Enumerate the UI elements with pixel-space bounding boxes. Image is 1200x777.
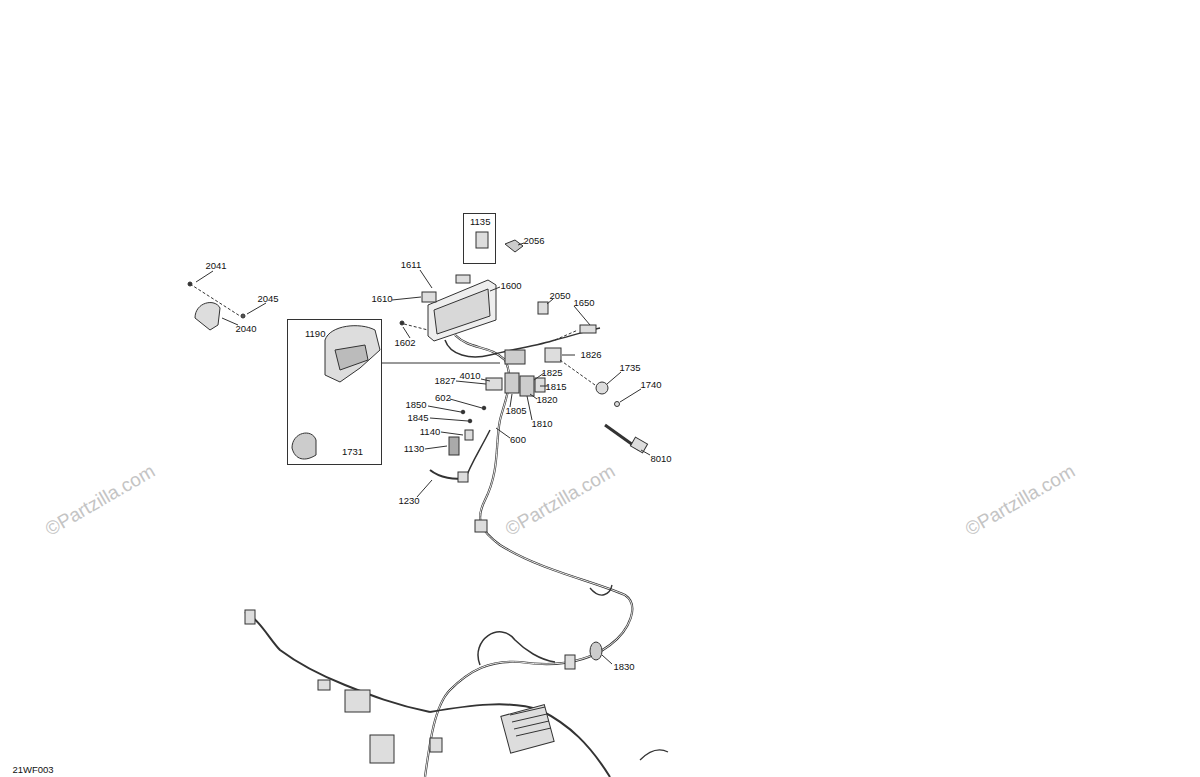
callout-number: 4010	[459, 371, 480, 381]
callout-number: 1825	[541, 368, 562, 378]
callout-number: 1610	[371, 294, 392, 304]
callout-number: 1815	[545, 382, 566, 392]
callout-box: 1135	[463, 213, 496, 264]
callout-number: 2045	[257, 294, 278, 304]
callout-number: 600	[510, 435, 526, 445]
callout-number: 2040	[235, 324, 256, 334]
callout-number: 8010	[650, 454, 671, 464]
callout-number: 1611	[401, 260, 421, 270]
callout-number: 1826	[580, 350, 601, 360]
callout-number: 1650	[573, 298, 594, 308]
callout-number: 1190	[305, 329, 325, 339]
callout-number: 1740	[640, 380, 661, 390]
callout-number: 1135	[470, 217, 490, 227]
callout-number: 1602	[394, 338, 415, 348]
callout-number: 1230	[398, 496, 419, 506]
callout-number: 1830	[613, 662, 634, 672]
callout-number: 1130	[404, 444, 424, 454]
callout-number: 2050	[549, 291, 570, 301]
callout-number: 2056	[523, 236, 544, 246]
watermark: ©Partzilla.com	[42, 461, 158, 539]
callout-number: 1600	[500, 281, 521, 291]
callout-number: 1820	[536, 395, 557, 405]
callout-number: 1810	[531, 419, 552, 429]
callout-number: 1827	[434, 376, 455, 386]
callout-box: 1190 1731	[287, 319, 382, 465]
callout-number: 21WF003	[12, 765, 53, 775]
callout-number: 1805	[505, 406, 526, 416]
callout-number: 1731	[342, 447, 363, 457]
watermark: ©Partzilla.com	[962, 461, 1078, 539]
callout-number: 1845	[407, 413, 428, 423]
watermark: ©Partzilla.com	[502, 461, 618, 539]
callout-number: 1735	[619, 363, 640, 373]
callout-number: 602	[435, 393, 451, 403]
callout-number: 1140	[420, 427, 440, 437]
callout-number: 2041	[205, 261, 226, 271]
callout-number: 1850	[405, 400, 426, 410]
